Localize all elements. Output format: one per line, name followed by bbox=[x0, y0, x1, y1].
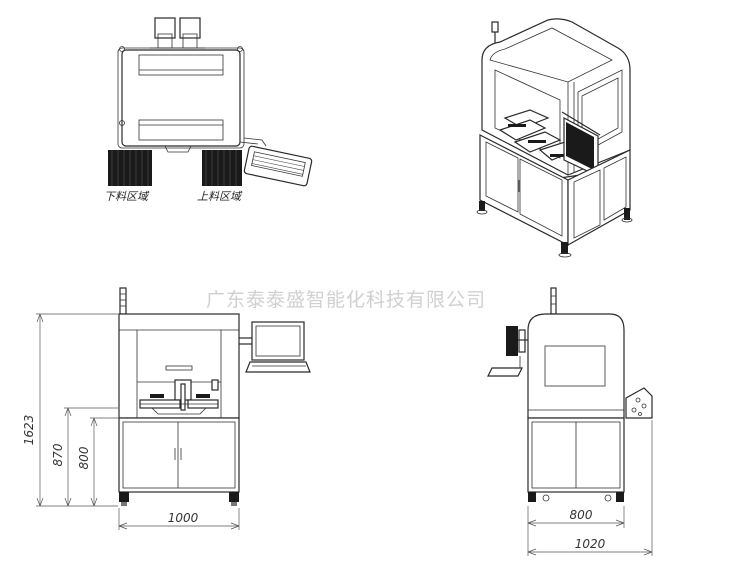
front-keyboard bbox=[245, 361, 311, 373]
front-cabinet bbox=[118, 417, 240, 493]
dim-1623-label: 1623 bbox=[22, 415, 36, 446]
dim-1020-label: 1020 bbox=[575, 537, 606, 551]
front-dimensions bbox=[36, 313, 240, 530]
side-tower-light bbox=[550, 287, 557, 315]
side-dimensions bbox=[527, 420, 653, 556]
isometric-view bbox=[476, 18, 633, 258]
load-area-block bbox=[202, 150, 242, 186]
side-upper-hood bbox=[527, 313, 625, 419]
side-monitor bbox=[506, 326, 518, 356]
laptop-top-view bbox=[243, 145, 313, 187]
top-view-frame bbox=[121, 49, 241, 147]
dim-1000-label: 1000 bbox=[168, 511, 199, 525]
top-sensor-left bbox=[154, 17, 176, 39]
side-conveyor-bracket bbox=[625, 387, 653, 419]
load-area-label: 上料区域 bbox=[197, 190, 243, 203]
dim-870-label: 870 bbox=[51, 443, 65, 466]
dim-800-depth-label: 800 bbox=[570, 508, 593, 522]
front-monitor bbox=[251, 321, 305, 361]
front-mechanism bbox=[139, 379, 219, 415]
side-window bbox=[544, 345, 606, 387]
watermark-text: 广东泰泰盛智能化科技有限公司 bbox=[206, 289, 486, 311]
front-tower-light bbox=[119, 287, 127, 315]
dim-800-height-label: 800 bbox=[77, 446, 91, 469]
top-sensor-right bbox=[179, 17, 201, 39]
front-view: 1623 870 800 1000 bbox=[22, 287, 311, 530]
top-view: 下料区域 上料区域 bbox=[104, 17, 313, 203]
side-view: 800 1020 bbox=[487, 287, 653, 556]
unload-area-label: 下料区域 bbox=[104, 190, 150, 203]
